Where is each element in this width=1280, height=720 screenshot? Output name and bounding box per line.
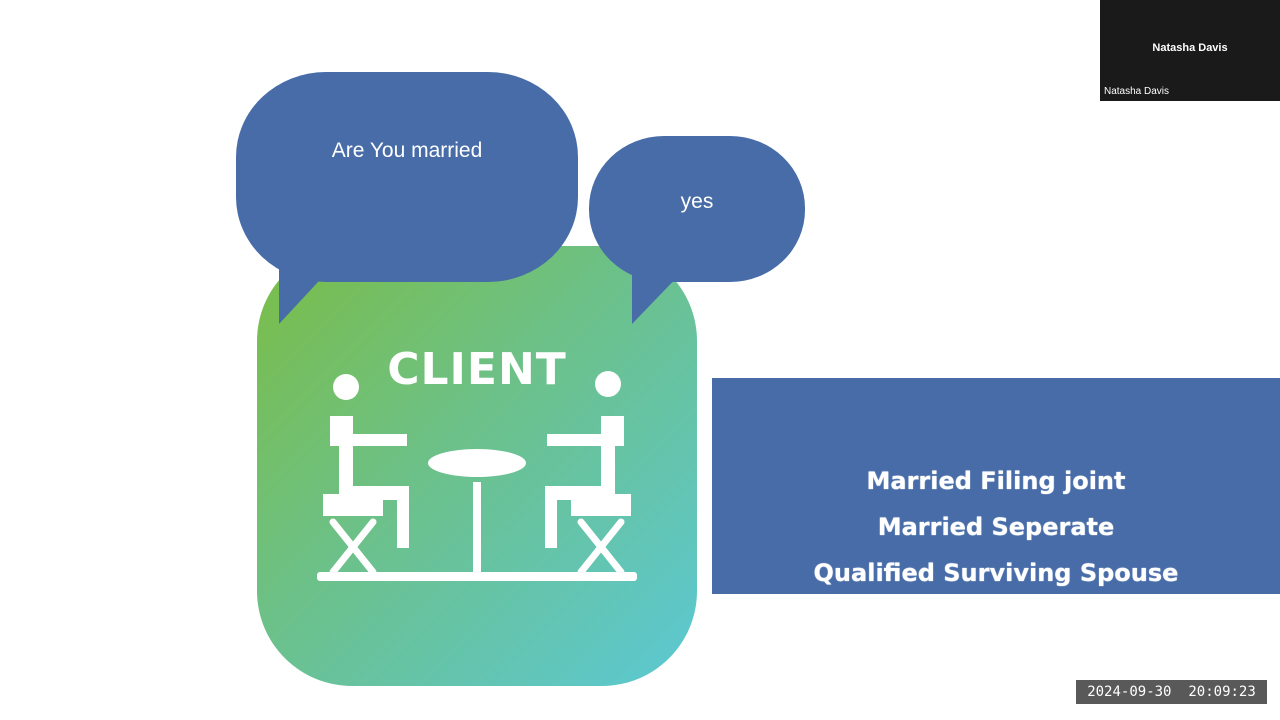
filing-status-list: Married Filing joint Married Seperate Qu… bbox=[712, 458, 1280, 596]
client-title: CLIENT bbox=[387, 344, 567, 395]
participant-video-tile[interactable]: Natasha Davis Natasha Davis bbox=[1100, 0, 1280, 101]
answer-bubble-text: yes bbox=[680, 190, 714, 213]
participant-display-name: Natasha Davis bbox=[1152, 42, 1228, 54]
answer-bubble-tail bbox=[632, 270, 684, 324]
question-bubble-text: Are You married bbox=[331, 139, 483, 162]
filing-status-option: Married Filing joint bbox=[866, 467, 1126, 495]
answer-speech-bubble bbox=[589, 136, 805, 282]
filing-status-option: Married Seperate bbox=[877, 513, 1115, 541]
client-card: CLIENT bbox=[257, 246, 697, 686]
filing-status-option: Qualified Surviving Spouse bbox=[813, 559, 1179, 587]
filing-status-options-panel: Married Filing joint Married Seperate Qu… bbox=[712, 378, 1280, 594]
participant-name-label: Natasha Davis bbox=[1104, 86, 1170, 97]
recording-timestamp: 2024-09-30 20:09:23 bbox=[1076, 680, 1267, 704]
question-speech-bubble bbox=[236, 72, 578, 282]
question-bubble-tail bbox=[279, 268, 331, 324]
two-people-at-table-icon bbox=[317, 371, 637, 581]
